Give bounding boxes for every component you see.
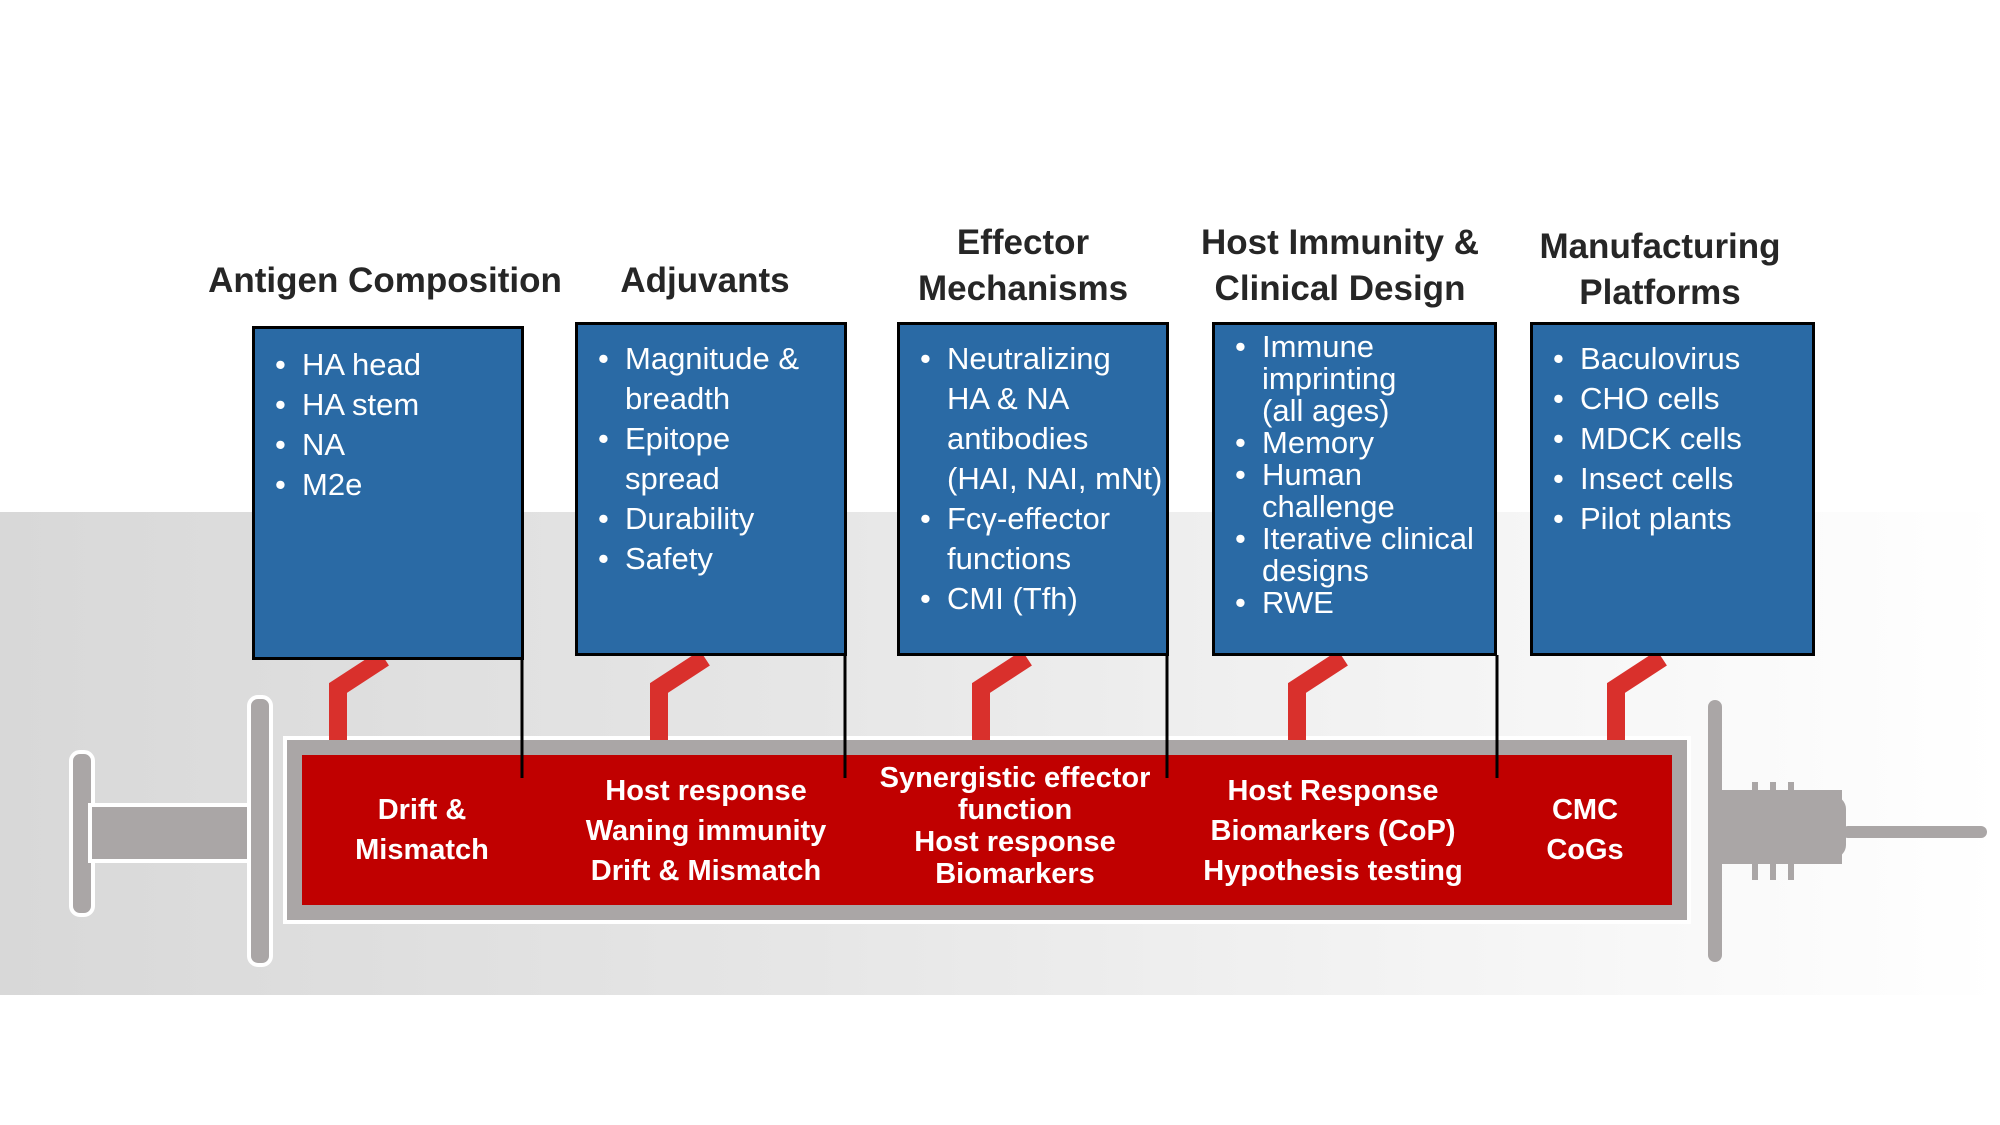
heading-line: Antigen Composition bbox=[208, 261, 562, 300]
connector bbox=[972, 650, 1032, 740]
barrel-label-line: Biomarkers bbox=[935, 858, 1095, 890]
bullet-list: Magnitude & breadthEpitope spreadDurabil… bbox=[578, 339, 844, 579]
bullet-list: Neutralizing HA & NA antibodies (HAI, NA… bbox=[900, 339, 1166, 619]
barrel-label-line: CMC bbox=[1551, 794, 1619, 826]
heading-line: Effector bbox=[956, 223, 1090, 262]
needle-shaft bbox=[1842, 826, 1987, 838]
connector bbox=[1288, 650, 1348, 740]
category-box: BaculovirusCHO cellsMDCK cellsInsect cel… bbox=[1530, 322, 1815, 656]
bullet-item: CMI (Tfh) bbox=[900, 579, 1166, 619]
bullet-item: NA bbox=[255, 425, 521, 465]
barrel-label-line: Biomarkers (CoP) bbox=[1210, 815, 1456, 847]
heading-line: Mechanisms bbox=[917, 269, 1129, 308]
barrel-label-line: Drift & bbox=[377, 794, 467, 826]
bullet-item: Human challenge bbox=[1215, 459, 1494, 523]
plunger-rod bbox=[88, 803, 260, 863]
bullet-item: Durability bbox=[578, 499, 844, 539]
leader-lines bbox=[520, 655, 1499, 778]
heading-line: Adjuvants bbox=[620, 261, 790, 300]
bullet-item: M2e bbox=[255, 465, 521, 505]
barrel-label-line: Synergistic effector bbox=[879, 762, 1151, 794]
category-heading: Host Immunity & Clinical Design bbox=[1090, 220, 1590, 312]
barrel-label-line: Waning immunity bbox=[585, 815, 827, 847]
bullet-item: Safety bbox=[578, 539, 844, 579]
bullet-item: Pilot plants bbox=[1533, 499, 1812, 539]
category-heading: Antigen Composition bbox=[135, 258, 635, 304]
bullet-item: Iterative clinical designs bbox=[1215, 523, 1494, 587]
heading-line: Host Immunity & bbox=[1200, 223, 1480, 262]
barrel-label-line: Host Response bbox=[1227, 775, 1439, 807]
heading-line: Manufacturing bbox=[1539, 227, 1781, 266]
bullet-item: Fcγ-effector functions bbox=[900, 499, 1166, 579]
barrel-label-line: Mismatch bbox=[355, 834, 489, 866]
finger-flange bbox=[247, 695, 273, 967]
heading-line: Clinical Design bbox=[1214, 269, 1466, 308]
bullet-list: BaculovirusCHO cellsMDCK cellsInsect cel… bbox=[1533, 339, 1812, 539]
bullet-item: Baculovirus bbox=[1533, 339, 1812, 379]
hub-rib bbox=[1770, 782, 1776, 880]
barrel-label-line: Host response bbox=[605, 775, 807, 807]
connector bbox=[650, 650, 710, 740]
bullet-item: CHO cells bbox=[1533, 379, 1812, 419]
needle-hub-cap bbox=[1820, 796, 1846, 858]
bullet-item: HA stem bbox=[255, 385, 521, 425]
bullet-item: HA head bbox=[255, 345, 521, 385]
bullet-item: MDCK cells bbox=[1533, 419, 1812, 459]
barrel-label: Drift & Mismatch bbox=[252, 790, 592, 870]
bullet-item: Memory bbox=[1215, 427, 1494, 460]
hub-rib bbox=[1752, 782, 1758, 880]
category-box: Magnitude & breadthEpitope spreadDurabil… bbox=[575, 322, 847, 656]
bullet-list: HA headHA stemNAM2e bbox=[255, 345, 521, 505]
bullet-list: Immune imprinting (all ages)MemoryHuman … bbox=[1215, 331, 1494, 620]
barrel-fill bbox=[302, 755, 1672, 905]
category-box: Immune imprinting (all ages)MemoryHuman … bbox=[1212, 322, 1497, 656]
barrel-label-line: function bbox=[957, 794, 1073, 826]
barrel-label-line: CoGs bbox=[1546, 834, 1624, 866]
bullet-item: Insect cells bbox=[1533, 459, 1812, 499]
barrel-label-line: Host response bbox=[914, 826, 1116, 858]
bullet-item: Immune imprinting (all ages) bbox=[1215, 331, 1494, 427]
category-box: Neutralizing HA & NA antibodies (HAI, NA… bbox=[897, 322, 1169, 656]
connector bbox=[1607, 650, 1667, 740]
bullet-item: Magnitude & breadth bbox=[578, 339, 844, 419]
needle-front-flange bbox=[1708, 700, 1722, 962]
heading-line: Platforms bbox=[1579, 273, 1741, 312]
bullet-item: Epitope spread bbox=[578, 419, 844, 499]
category-heading: Adjuvants bbox=[455, 258, 955, 304]
connector bbox=[329, 650, 389, 740]
category-box: HA headHA stemNAM2e bbox=[252, 326, 524, 660]
barrel-label: CMC CoGs bbox=[1415, 790, 1755, 870]
bullet-item: RWE bbox=[1215, 587, 1494, 620]
connectors bbox=[329, 650, 1667, 740]
barrel-label-line: Hypothesis testing bbox=[1203, 855, 1463, 887]
bullet-item: Neutralizing HA & NA antibodies (HAI, NA… bbox=[900, 339, 1166, 499]
barrel-label-line: Drift & Mismatch bbox=[590, 855, 822, 887]
hub-rib bbox=[1788, 782, 1794, 880]
